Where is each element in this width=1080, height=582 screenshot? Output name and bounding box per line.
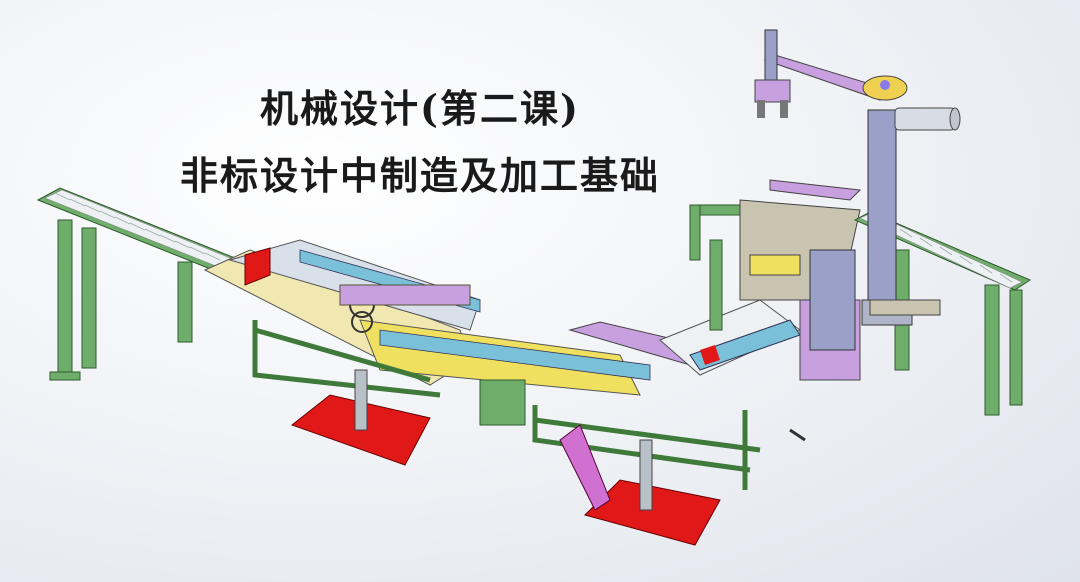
base-frames	[252, 320, 761, 490]
right-station	[568, 179, 862, 442]
red-tray-left	[290, 369, 431, 466]
robot-arm	[754, 29, 961, 326]
central-conveyor	[203, 239, 651, 426]
red-tray-right	[584, 439, 721, 546]
title-line-2: 非标设计中制造及加工基础	[179, 153, 660, 198]
magenta-chute	[559, 424, 611, 511]
left-roller-conveyor	[36, 187, 246, 381]
title-line-1: 机械设计(第二课)	[260, 86, 580, 131]
